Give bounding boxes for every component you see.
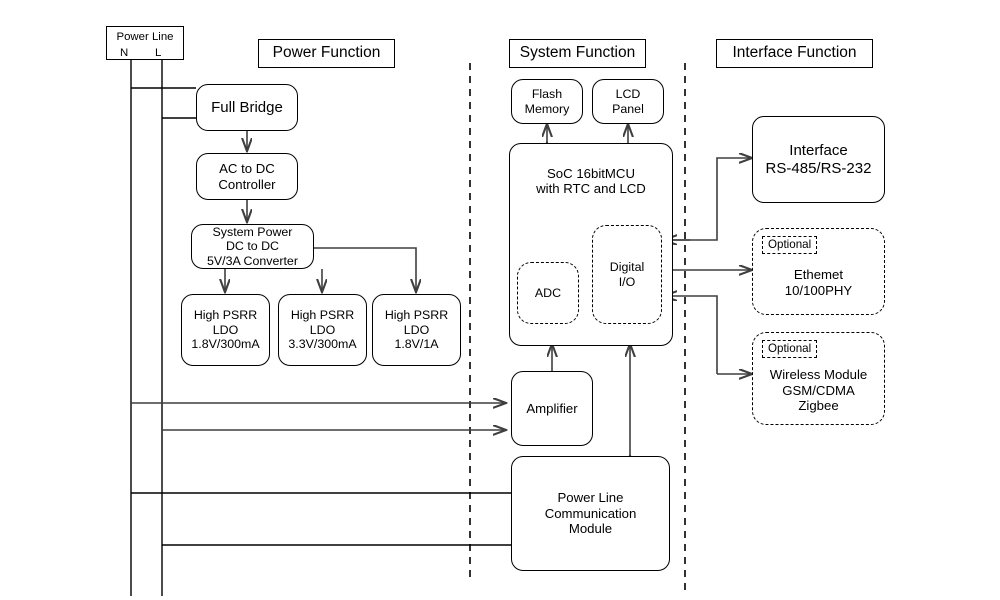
ldo3-line-1: High PSRR <box>384 308 449 323</box>
wire-syspower-ldo3 <box>314 247 416 292</box>
ldo2-line-2: LDO <box>309 322 336 337</box>
power-line-title: Power Line <box>116 31 174 43</box>
plc-line-1: Power Line <box>557 490 624 506</box>
plc-line-2: Communication <box>544 505 637 521</box>
flash-line-1: Flash <box>531 86 563 101</box>
block-adc[interactable]: ADC <box>517 262 579 324</box>
ldo2-line-3: 3.3V/300mA <box>288 337 357 352</box>
block-ac-to-dc-controller[interactable]: AC to DC Controller <box>196 153 298 200</box>
power-line-box: Power Line N L <box>106 26 184 60</box>
digital-io-line-1: Digital <box>609 259 645 274</box>
power-line-neutral-label: N <box>120 47 129 59</box>
soc-line-2: with RTC and LCD <box>536 181 646 196</box>
block-full-bridge[interactable]: Full Bridge <box>196 84 298 131</box>
block-flash-memory[interactable]: Flash Memory <box>511 79 583 124</box>
digital-io-line-2: I/O <box>618 274 636 289</box>
ldo3-line-2: LDO <box>403 322 430 337</box>
serial-line-2: RS-485/RS-232 <box>765 159 872 177</box>
ldo3-line-3: 1.8V/1A <box>394 337 439 352</box>
ethernet-optional-badge: Optional <box>762 236 818 254</box>
lcd-line-1: LCD <box>615 86 641 101</box>
system-power-line-1: System Power <box>212 224 293 239</box>
serial-line-1: Interface <box>789 141 848 159</box>
block-ldo-1v8-1a[interactable]: High PSRR LDO 1.8V/1A <box>372 294 461 366</box>
system-power-line-3: 5V/3A Converter <box>207 253 298 268</box>
block-plc-module[interactable]: Power Line Communication Module <box>511 456 670 571</box>
block-ldo-3v3-300ma[interactable]: High PSRR LDO 3.3V/300mA <box>278 294 367 366</box>
block-wireless[interactable]: Optional Wireless Module GSM/CDMA Zigbee <box>752 332 885 425</box>
ldo1-line-1: High PSRR <box>193 308 258 323</box>
wireless-line-1: Wireless Module <box>769 367 868 383</box>
header-interface-function: Interface Function <box>716 39 873 68</box>
ldo1-line-3: 1.8V/300mA <box>191 337 260 352</box>
plc-line-3: Module <box>568 521 613 537</box>
flash-line-2: Memory <box>524 101 570 116</box>
block-ethernet[interactable]: Optional Ethemet 10/100PHY <box>752 228 885 315</box>
block-ldo-1v8-300ma[interactable]: High PSRR LDO 1.8V/300mA <box>181 294 270 366</box>
ldo2-line-1: High PSRR <box>290 308 355 323</box>
wireless-optional-badge: Optional <box>762 340 818 358</box>
wire-digitalio-serial <box>667 158 752 241</box>
ac-to-dc-line-2: Controller <box>218 176 276 192</box>
soc-label: SoC 16bitMCU with RTC and LCD <box>510 166 672 196</box>
header-power-function: Power Function <box>258 39 395 68</box>
wireless-line-2: GSM/CDMA <box>782 382 855 398</box>
header-system-function: System Function <box>509 39 646 68</box>
soc-line-1: SoC 16bitMCU <box>547 166 635 181</box>
block-interface-serial[interactable]: Interface RS-485/RS-232 <box>752 116 885 203</box>
system-power-line-2: DC to DC <box>225 239 279 254</box>
block-lcd-panel[interactable]: LCD Panel <box>592 79 664 124</box>
block-amplifier[interactable]: Amplifier <box>511 371 593 446</box>
ethernet-line-2: 10/100PHY <box>784 282 853 298</box>
block-system-power-converter[interactable]: System Power DC to DC 5V/3A Converter <box>191 224 314 269</box>
block-digital-io[interactable]: Digital I/O <box>592 225 662 324</box>
block-soc[interactable]: SoC 16bitMCU with RTC and LCD ADC Digita… <box>509 143 673 346</box>
ldo1-line-2: LDO <box>212 322 239 337</box>
lcd-line-2: Panel <box>612 101 644 116</box>
wire-wireless-digitalio <box>664 296 718 374</box>
ac-to-dc-line-1: AC to DC <box>219 160 275 176</box>
ethernet-line-1: Ethemet <box>793 266 844 282</box>
wireless-line-3: Zigbee <box>798 398 839 414</box>
power-line-live-label: L <box>155 47 162 59</box>
